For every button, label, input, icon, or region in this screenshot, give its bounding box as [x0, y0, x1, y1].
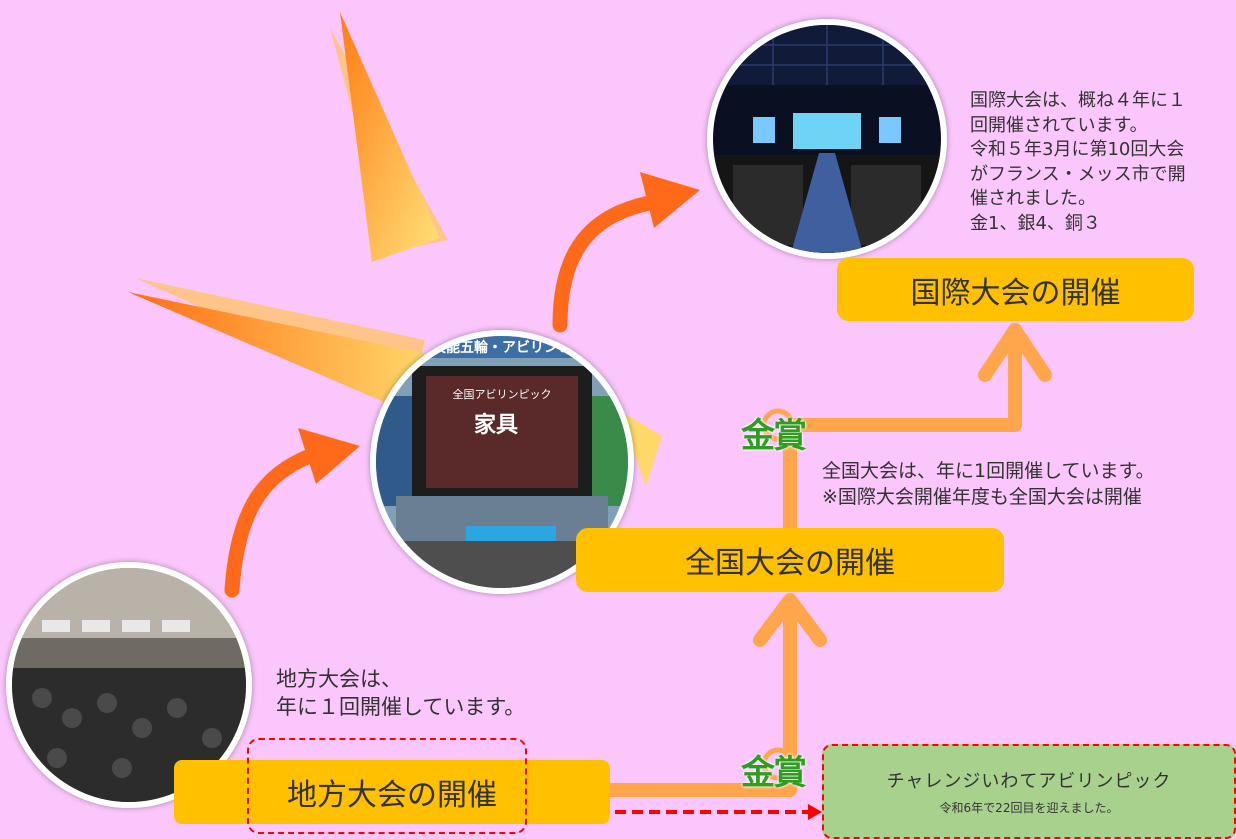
international-label: 国際大会の開催	[837, 258, 1194, 321]
photo-banner-text: 技能五輪・アビリンピ	[432, 339, 572, 356]
international-venue-photo	[707, 19, 947, 259]
national-label: 全国大会の開催	[576, 528, 1004, 592]
curved-arrow-regional	[224, 444, 328, 598]
curved-arrow-national-head	[640, 172, 700, 228]
regional-description: 地方大会は、 年に１回開催しています。	[276, 667, 526, 719]
ray-horizontal	[128, 292, 432, 408]
curved-arrow-regional-head	[298, 428, 360, 484]
challenge-iwate-box: チャレンジいわてアビリンピック 令和6年で22回目を迎えました。	[822, 744, 1236, 839]
national-description: 全国大会は、年に1回開催しています。 ※国際大会開催年度も全国大会は開催	[822, 460, 1155, 508]
prize-circle-upper	[761, 408, 795, 442]
gold-prize-lower: 金賞	[741, 753, 807, 793]
arrow-head-national	[753, 593, 827, 647]
prize-circle-lower	[761, 747, 795, 781]
regional-label-dashed-outline	[247, 738, 527, 834]
national-stage-photo: 技能五輪・アビリンピ 全国アビリンピック 家具	[370, 330, 634, 594]
international-description: 国際大会は、概ね４年に１ 回開催されています。 令和５年3月に第10回大会 がフ…	[970, 90, 1186, 234]
challenge-subtitle: 令和6年で22回目を迎えました。	[939, 801, 1119, 815]
venue-hall-photo-icon	[713, 25, 941, 253]
photo-screen-title: 全国アビリンピック	[453, 387, 552, 401]
arrow-national-stem	[783, 323, 1022, 562]
ray-vertical	[340, 12, 440, 262]
dashed-arrowhead	[808, 804, 822, 820]
arrow-regional-to-national	[591, 605, 797, 797]
gold-prize-upper: 金賞	[741, 416, 807, 456]
challenge-title: チャレンジいわてアビリンピック	[886, 771, 1172, 792]
photo-screen-event: 家具	[474, 412, 518, 438]
regional-label: 地方大会の開催	[174, 760, 610, 824]
arrow-head-international	[978, 323, 1052, 382]
curved-arrow-national	[552, 192, 673, 333]
